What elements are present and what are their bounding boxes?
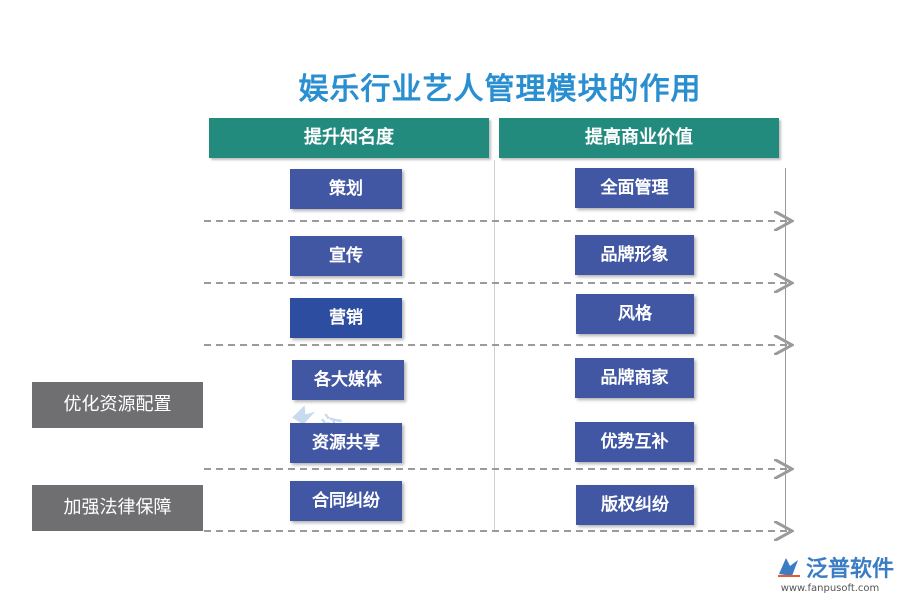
right-item-complementary-advantages: 优势互补 — [575, 422, 694, 462]
left-item-marketing: 营销 — [290, 298, 402, 338]
side-label-legal-protection: 加强法律保障 — [32, 485, 203, 531]
logo-url: www.fanpusoft.com — [780, 583, 880, 594]
company-logo: 泛普软件 — [776, 552, 894, 582]
logo-text: 泛普软件 — [806, 557, 895, 582]
fanpu-logo-icon — [292, 405, 316, 425]
right-item-brand-image: 品牌形象 — [575, 235, 694, 275]
diagram-title: 娱乐行业艺人管理模块的作用 — [298, 72, 702, 107]
right-column-header: 提高商业价值 — [499, 118, 779, 158]
left-item-media: 各大媒体 — [292, 360, 404, 400]
right-item-brand-merchants: 品牌商家 — [575, 358, 694, 398]
left-item-resource-sharing: 资源共享 — [290, 423, 402, 463]
right-item-style: 风格 — [576, 294, 694, 334]
fanpu-logo-icon — [778, 558, 800, 577]
side-label-optimize-resources: 优化资源配置 — [32, 382, 203, 428]
watermark: 泛普软件 — [286, 395, 407, 469]
left-item-promotion: 宣传 — [290, 236, 402, 276]
left-item-contract-disputes: 合同纠纷 — [290, 481, 402, 521]
right-item-full-management: 全面管理 — [575, 168, 694, 208]
right-item-copyright-disputes: 版权纠纷 — [576, 485, 694, 525]
left-item-planning: 策划 — [290, 169, 402, 209]
left-column-header: 提升知名度 — [209, 118, 489, 158]
